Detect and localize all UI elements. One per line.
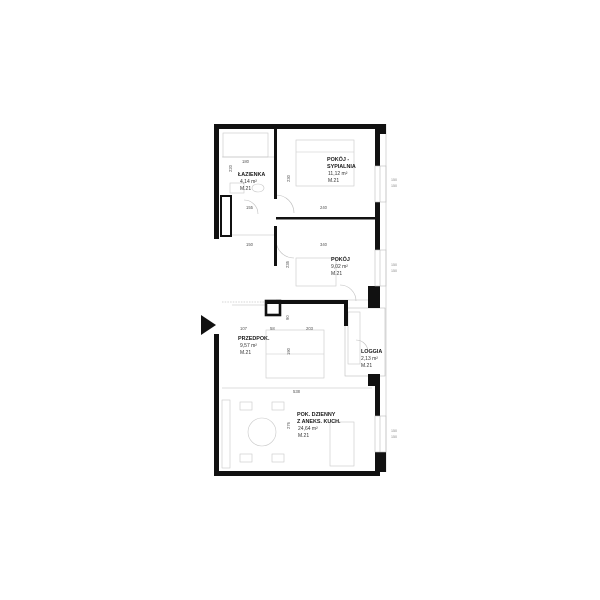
south-wall (214, 471, 380, 476)
room-area: 9,57 m² (240, 343, 257, 349)
dimension-label: 180 (242, 159, 250, 164)
dimension-label: 240 (320, 205, 328, 210)
windows: 150 150 150 150 150 150 (374, 165, 397, 453)
bathtub-icon (222, 132, 269, 158)
room-name: Z ANEKS. KUCH. (297, 419, 341, 425)
room-area: 24,64 m² (298, 426, 318, 432)
door-swing-bathroom-icon (243, 199, 259, 215)
west-wall-lower (214, 334, 219, 476)
door-swing-loggia-icon (355, 339, 369, 353)
east-wall-5 (375, 452, 380, 476)
room-name: POK. DZIENNY (297, 412, 336, 418)
dimension-label: 220 (228, 164, 233, 172)
walls (214, 124, 386, 476)
washbasin-icon (229, 182, 245, 194)
sofa-icon (329, 421, 355, 467)
dimension-label: 107 (240, 326, 248, 331)
window-label: 150 (391, 184, 397, 188)
dimension-label: 235 (285, 260, 290, 268)
bed-icon (295, 139, 355, 187)
room-label-hall: PRZEDPOK. 9,57 m² M.21 (238, 336, 270, 356)
window-room (374, 249, 387, 287)
east-wall-4 (375, 374, 380, 416)
room-label-bathroom: ŁAZIENKA 4,14 m² M.21 (238, 172, 265, 192)
east-wall-2 (375, 202, 380, 250)
kitchen-counter-icon (221, 399, 231, 469)
dimension-label: 276 (286, 421, 291, 429)
dimension-label: 203 (306, 326, 314, 331)
dimension-labels: 180 220 230 155 240 150 340 235 107 203 … (228, 159, 328, 429)
window-label: 150 (391, 178, 397, 182)
furniture-layer (221, 132, 361, 469)
room-name: PRZEDPOK. (238, 336, 270, 342)
room-code: M.21 (328, 178, 339, 184)
window-label: 150 (391, 263, 397, 267)
room-label-room: POKÓJ 9,02 m² M.21 (331, 255, 350, 277)
room-code: M.21 (361, 363, 372, 369)
dining-table-icon (247, 417, 277, 447)
east-wall-1 (375, 124, 380, 166)
window-label: 150 (391, 435, 397, 439)
dimension-label: 230 (286, 174, 291, 182)
room-code: M.21 (331, 271, 342, 277)
dimension-label: 155 (246, 205, 254, 210)
room-label-loggia: LOGGIA 2,13 m² M.21 (361, 349, 382, 369)
room-name: SYPIALNIA (327, 164, 356, 170)
window-label: 150 (391, 269, 397, 273)
dimension-label: 190 (286, 347, 291, 355)
room-area: 2,13 m² (361, 356, 378, 362)
window-living (374, 415, 387, 453)
dimension-label: 58 (270, 326, 275, 331)
room-code: M.21 (240, 186, 251, 192)
room-area: 4,14 m² (240, 179, 257, 185)
dimension-label: 90 (285, 315, 290, 320)
room-code: M.21 (240, 350, 251, 356)
room-code: M.21 (298, 433, 309, 439)
room-name: POKÓJ (331, 255, 350, 263)
room-area: 9,02 m² (331, 264, 348, 270)
dimension-label: 538 (293, 389, 301, 394)
room-label-living: POK. DZIENNY Z ANEKS. KUCH. 24,64 m² M.2… (297, 412, 341, 439)
desk-icon (295, 257, 337, 287)
room-label-bedroom: POKÓJ - SYPIALNIA 11,12 m² M.21 (327, 155, 356, 184)
entrance-arrow-icon (201, 315, 216, 335)
dimension-label: 150 (246, 242, 254, 247)
loggia-bench-icon (347, 311, 361, 365)
installation-shaft (220, 195, 232, 237)
door-swing-room-icon (275, 239, 295, 259)
room-name: POKÓJ - (327, 155, 349, 163)
loggia-outline (344, 307, 386, 377)
toilet-icon (251, 183, 265, 193)
room-area: 11,12 m² (328, 171, 348, 177)
west-wall-upper (214, 124, 219, 239)
door-swing-bedroom-icon (275, 194, 295, 214)
room-name: LOGGIA (361, 349, 382, 355)
dimension-label: 340 (320, 242, 328, 247)
window-bedroom (374, 165, 387, 203)
room-name: ŁAZIENKA (238, 172, 265, 178)
north-wall (214, 124, 380, 129)
window-label: 150 (391, 429, 397, 433)
